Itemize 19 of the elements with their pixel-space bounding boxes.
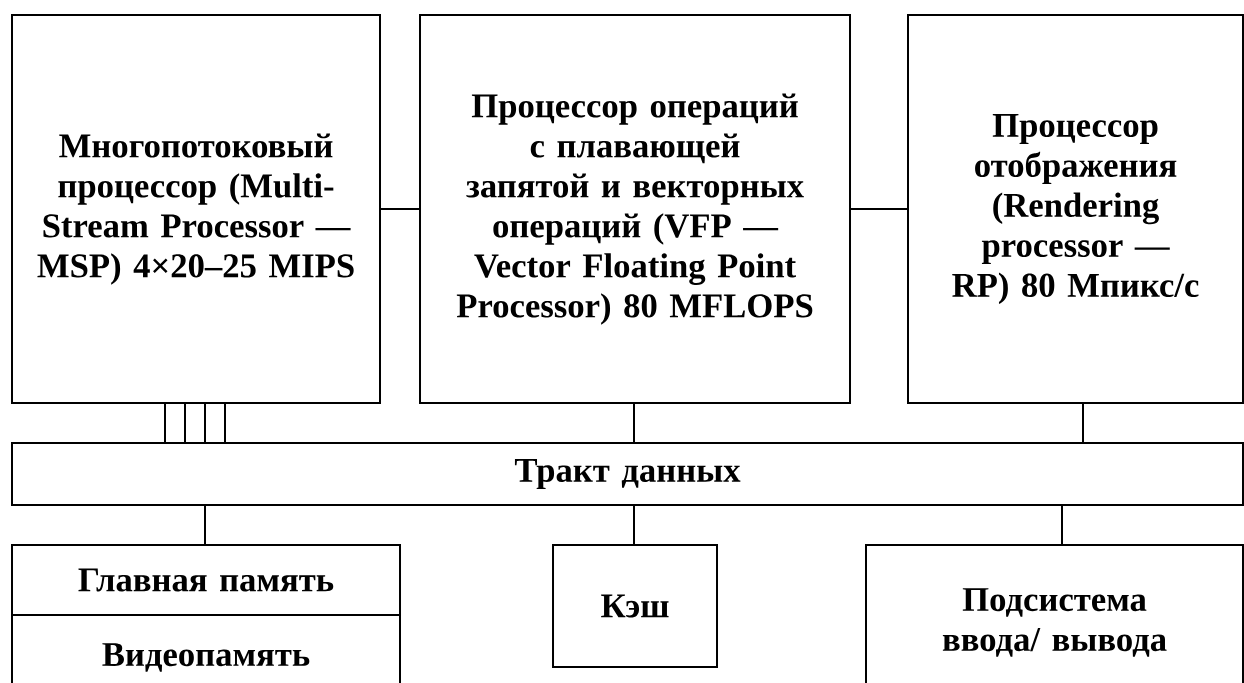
block-box: Подсистема ввода/ вывода xyxy=(865,544,1244,683)
connector-line xyxy=(164,403,166,443)
connector-line xyxy=(204,505,206,545)
block-box: Кэш xyxy=(552,544,718,668)
connector-line xyxy=(633,505,635,545)
connector-line xyxy=(850,208,908,210)
block-box: Процессор отображения (Rendering processor — RP) 80 Мпикс/с xyxy=(907,14,1244,404)
connector-line xyxy=(224,403,226,443)
connector-line xyxy=(1082,403,1084,443)
bus-bar: Тракт данных xyxy=(11,442,1244,506)
block-box: Многопотоковый процессор (Multi-Stream Processor — MSP) 4×20–25 MIPS xyxy=(11,14,381,404)
connector-line xyxy=(204,403,206,443)
connector-line xyxy=(1061,505,1063,545)
connector-line xyxy=(184,403,186,443)
block-box: Видеопамять xyxy=(11,614,401,683)
block-box: Главная память xyxy=(11,544,401,616)
connector-line xyxy=(633,403,635,443)
connector-line xyxy=(380,208,420,210)
block-box: Процессор операций с плавающей запятой и векторных операций (VFP — Vector Floating Point Processor) 80 MFLOPS xyxy=(419,14,851,404)
